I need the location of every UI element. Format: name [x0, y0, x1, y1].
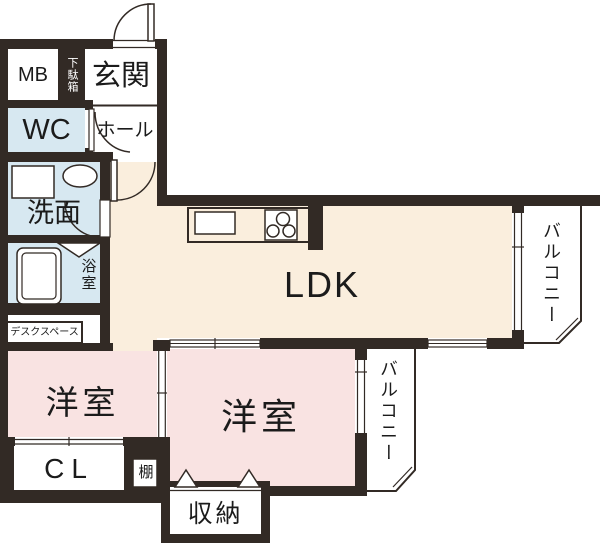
western-room-2-floor	[167, 349, 355, 486]
wall-top-left	[0, 39, 113, 49]
western-room-1-floor	[8, 351, 157, 437]
shoe-box-label: 下駄箱	[66, 56, 78, 93]
wc-door-leaf	[88, 108, 95, 152]
wall-kitchen-stub	[308, 206, 323, 250]
bathtub	[16, 247, 62, 305]
wall-room1-top-stub	[153, 340, 170, 351]
wall-ldk-top	[157, 195, 600, 206]
wc-label: WC	[22, 113, 71, 146]
storage-room	[170, 487, 261, 534]
wall-ldk-bottom-right	[487, 338, 524, 349]
wash-basin	[62, 164, 98, 188]
storage-folding-door-2	[236, 468, 262, 488]
shelf-box	[132, 458, 158, 488]
wall-ldk-bottom-mid	[260, 338, 428, 349]
closet-label: CL	[44, 453, 94, 484]
washroom-label: 洗面	[27, 197, 81, 228]
desk-space-label: デスクスペース	[10, 326, 79, 338]
bathroom-label: 浴室	[79, 257, 97, 292]
rooms-partition-opening	[157, 351, 167, 437]
wc-door-arc	[94, 111, 131, 153]
bathroom-folding-door	[55, 242, 103, 258]
wall-bathroom-bottom	[0, 303, 110, 315]
balcony-right-label: バルコニー	[541, 220, 561, 326]
hall-door-leaf	[110, 159, 118, 202]
washing-machine	[11, 165, 55, 199]
balcony-bottom-corner-line	[392, 466, 413, 488]
wall-washroom-right-lower	[100, 237, 110, 343]
shelf-label: 棚	[136, 464, 154, 482]
storage-label: 収納	[187, 499, 244, 528]
closet-room	[14, 446, 124, 490]
entrance-door-arc	[113, 3, 152, 42]
hall-label: ホール	[96, 119, 154, 141]
wall-room1-top	[0, 343, 113, 351]
entrance-door-leaf	[147, 3, 155, 42]
stove-burner-1	[275, 211, 291, 227]
wc-floor	[8, 108, 85, 152]
ldk-balcony-window-opening	[512, 213, 524, 330]
balcony-right-corner-line	[555, 317, 579, 341]
desk-space-box	[6, 321, 83, 344]
entrance-opening	[113, 39, 155, 49]
stove-burner-2	[266, 224, 280, 238]
balcony-right-outline	[524, 206, 582, 344]
western-room-2-label: 洋室	[220, 396, 301, 437]
balcony-bottom-label: バルコニー	[378, 358, 398, 464]
kitchen-counter	[187, 207, 311, 243]
ldk-doorway-floor	[113, 343, 153, 351]
room2-balcony-window-opening	[355, 360, 367, 433]
bathtub-inner	[21, 252, 57, 300]
wall-room2-right-upper	[355, 349, 367, 360]
wall-room2-bottom	[263, 486, 367, 496]
wall-washroom-right-upper	[100, 162, 110, 200]
storage-folding-door-1	[173, 468, 199, 488]
wall-room2-right-lower	[355, 433, 367, 496]
kitchen-sink	[194, 211, 236, 235]
washroom-door-arc	[64, 201, 101, 238]
western-room-1-label: 洋室	[45, 383, 120, 421]
stove-burner-3	[282, 224, 296, 238]
wall-entrance-right	[157, 39, 167, 206]
entrance-label: 玄関	[91, 60, 150, 92]
wall-washroom-bathroom	[0, 235, 100, 243]
hall-door-opening	[113, 152, 155, 162]
wall-ldk-right-upper	[512, 206, 524, 213]
mb-label: MB	[18, 63, 48, 86]
wall-left-outer	[0, 39, 8, 503]
shoe-box-block	[58, 49, 85, 100]
balcony-bottom-outline	[367, 349, 416, 492]
ldk-corridor-floor	[110, 162, 157, 343]
washroom-door-leaf	[99, 199, 111, 238]
wall-mb-bottom	[0, 100, 93, 108]
hall-door-arc	[116, 161, 156, 201]
wall-ldk-right-lower	[512, 330, 524, 342]
wall-hall-bottom	[0, 152, 113, 162]
ldk-label: LDK	[283, 264, 361, 305]
